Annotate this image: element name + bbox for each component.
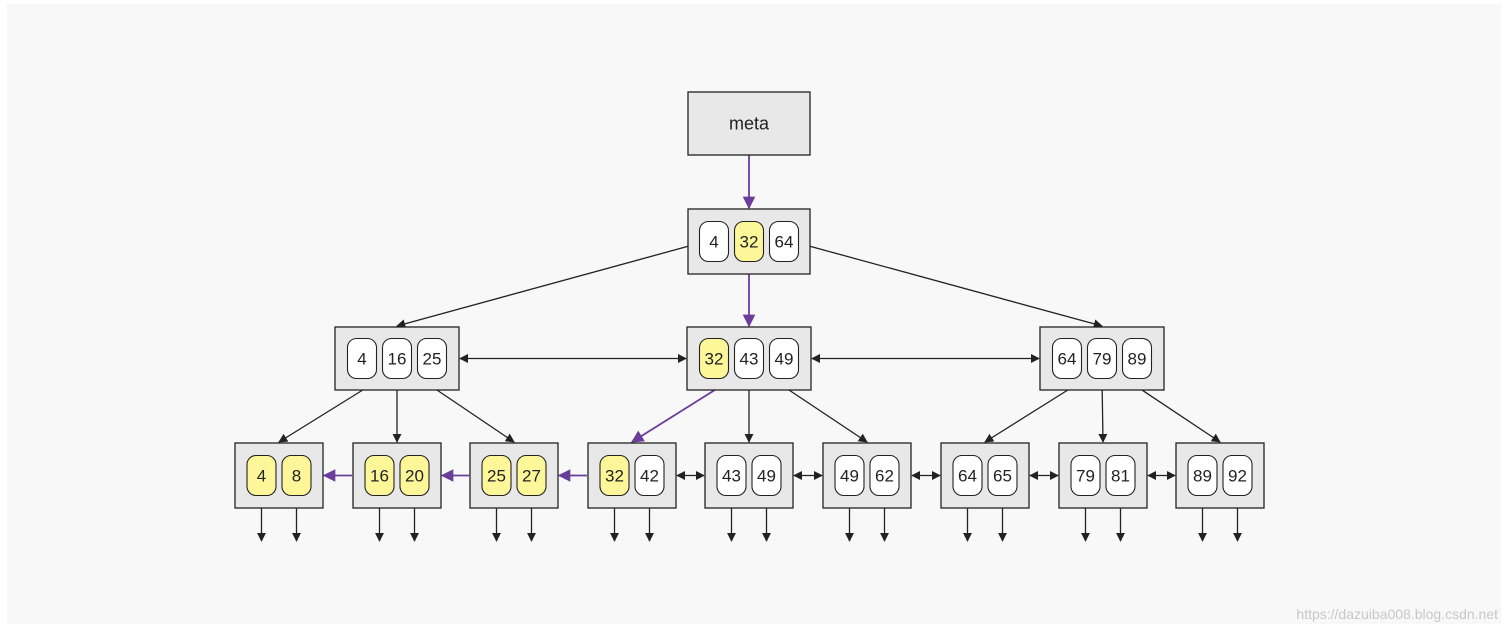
internal-node: 32 43 49 [686,326,812,391]
key-label: 4 [709,233,718,252]
key-label: 49 [775,350,794,369]
key-label: 64 [1058,350,1077,369]
key-cell [768,337,800,380]
internal-node: 64 79 89 [1039,326,1165,391]
key-cell [1105,454,1136,497]
key-label: 16 [370,467,389,486]
key-label: 92 [1228,467,1247,486]
key-cell [381,337,413,380]
key-cell-highlighted [246,454,277,497]
watermark: https://dazuiba008.blog.csdn.net [1296,606,1498,622]
key-label: 4 [257,467,266,486]
key-cell [1121,337,1153,380]
key-cell-highlighted [516,454,547,497]
meta-label: meta [729,114,770,134]
meta-node-box [687,91,811,156]
key-label: 32 [705,350,724,369]
key-cell-highlighted [733,220,765,263]
tree-edge [984,387,1072,443]
key-cell [416,337,448,380]
key-label: 49 [757,467,776,486]
key-label: 79 [1093,350,1112,369]
key-label: 49 [840,467,859,486]
key-label: 81 [1111,467,1130,486]
key-cell-highlighted [481,454,512,497]
key-label: 89 [1193,467,1212,486]
tree-edge [433,387,515,443]
key-cell [869,454,900,497]
key-cell [952,454,983,497]
leaf-node: 25 27 [469,442,559,509]
key-cell [1051,337,1083,380]
key-label: 64 [958,467,977,486]
leaf-node: 79 81 [1058,442,1148,509]
key-cell [346,337,378,380]
key-label: 4 [357,350,366,369]
key-label: 43 [740,350,759,369]
leaf-node: 89 92 [1175,442,1265,509]
key-cell-highlighted [399,454,430,497]
leaf-node: 64 65 [940,442,1030,509]
tree-edge [785,387,868,443]
key-label: 62 [875,467,894,486]
key-cell [698,220,730,263]
key-label: 89 [1128,350,1147,369]
key-cell-highlighted [698,337,730,380]
key-cell [1187,454,1218,497]
key-cell-highlighted [364,454,395,497]
tree-edge [797,242,1103,329]
leaf-node: 43 49 [704,442,794,509]
root-node: 4 32 64 [687,208,811,275]
internal-node: 4 16 25 [334,326,460,391]
leaf-node: 32 42 [587,442,677,509]
key-label: 79 [1076,467,1095,486]
search-path-edge [630,387,719,443]
key-cell [834,454,865,497]
meta-node: meta [687,91,811,156]
key-cell-highlighted [281,454,312,497]
key-label: 20 [405,467,424,486]
key-label: 25 [423,350,442,369]
key-label: 43 [722,467,741,486]
key-cell [1070,454,1101,497]
key-label: 25 [487,467,506,486]
key-label: 42 [640,467,659,486]
key-label: 32 [605,467,624,486]
key-label: 27 [522,467,541,486]
key-label: 8 [292,467,301,486]
key-label: 16 [388,350,407,369]
leaf-node: 49 62 [822,442,912,509]
key-label: 32 [740,233,759,252]
tree-edge [1138,387,1221,443]
key-cell [716,454,747,497]
key-cell [751,454,782,497]
key-label: 65 [993,467,1012,486]
key-label: 64 [775,233,794,252]
edges-layer [256,155,1243,542]
key-cell [733,337,765,380]
key-cell [1086,337,1118,380]
key-cell [634,454,665,497]
key-cell-highlighted [599,454,630,497]
key-cell [768,220,800,263]
tree-edge [278,387,367,443]
key-cell [1222,454,1253,497]
tree-edge [396,242,701,329]
key-cell [987,454,1018,497]
